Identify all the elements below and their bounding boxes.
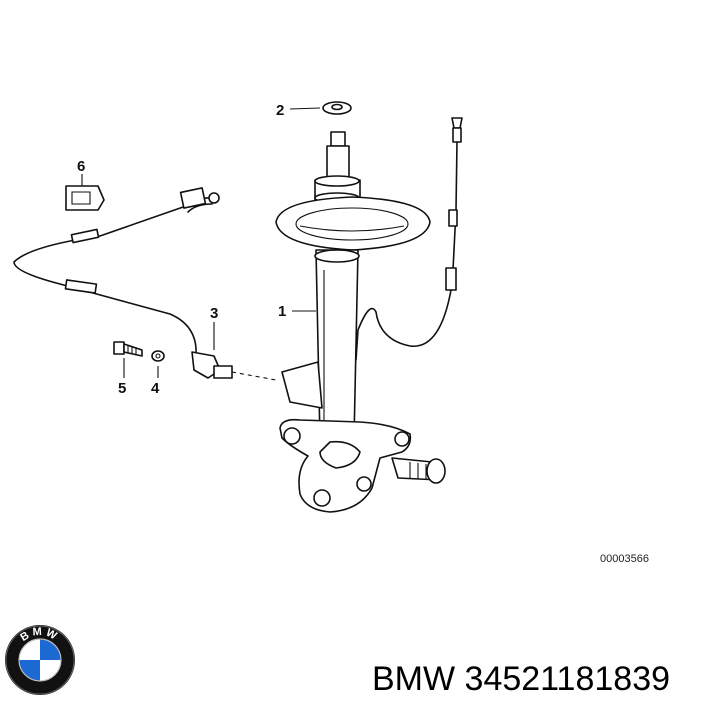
top-washer: [322, 101, 352, 115]
callout-leaders: [81, 107, 321, 378]
callout-3: 3: [210, 305, 218, 322]
abs-sensor-cable: [13, 187, 277, 381]
spring-plate: [275, 196, 431, 251]
callout-1: 1: [278, 303, 286, 320]
svg-text:BMW: BMW: [18, 626, 61, 644]
hex-bolt: [113, 341, 143, 357]
callout-4: 4: [151, 380, 160, 397]
bmw-logo: BMW: [5, 625, 75, 695]
callout-6: 6: [77, 158, 85, 175]
small-washer: [151, 350, 165, 362]
callout-5: 5: [118, 380, 126, 397]
strut-tube: [314, 249, 360, 441]
wear-sensor-line: [355, 117, 463, 361]
drawing-code: 00003566: [600, 553, 649, 565]
part-title: BMW 34521181839: [372, 660, 671, 698]
callout-2: 2: [276, 102, 284, 119]
steering-knuckle: [279, 361, 446, 513]
cable-clip: [65, 185, 105, 211]
